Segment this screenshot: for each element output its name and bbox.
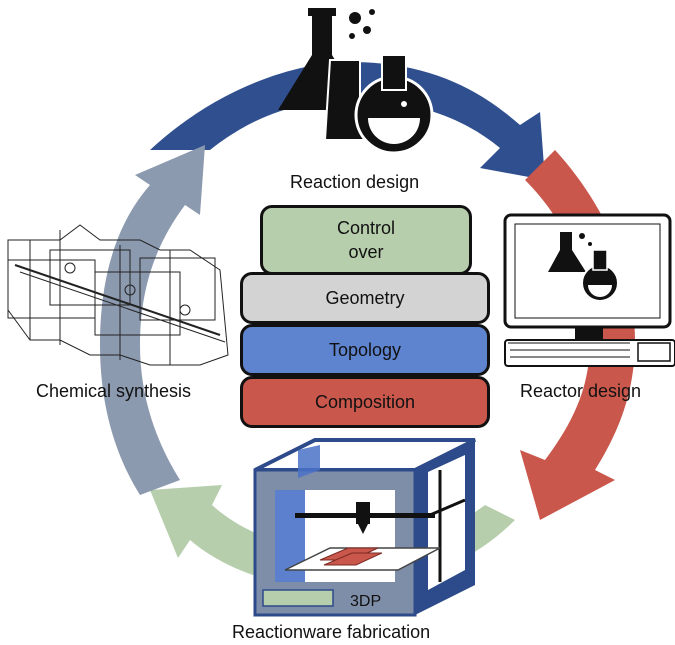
geometry-box: Geometry: [240, 272, 490, 324]
label-reactionware-fabrication: Reactionware fabrication: [232, 622, 431, 642]
composition-label: Composition: [314, 392, 416, 412]
composition-box: Composition: [240, 376, 490, 428]
flask-icon: [278, 8, 434, 155]
topology-label: Topology: [328, 340, 402, 360]
printer-label: 3DP: [350, 593, 381, 610]
reactor-wireframe-icon: [7, 224, 229, 366]
3d-printer-icon: 3DP: [253, 438, 476, 617]
geometry-label: Geometry: [325, 288, 405, 308]
computer-monitor-icon: [503, 213, 675, 367]
label-reactor-design: Reactor design: [520, 381, 642, 401]
control-line-1: Control: [336, 218, 396, 238]
arrow-grey: [100, 145, 205, 495]
control-line-2: over: [348, 242, 384, 262]
control-over-box: Control over: [260, 205, 472, 275]
label-chemical-synthesis: Chemical synthesis: [36, 381, 192, 401]
topology-box: Topology: [240, 324, 490, 376]
label-reaction-design: Reaction design: [290, 172, 420, 192]
arrow-blue: [150, 62, 545, 180]
